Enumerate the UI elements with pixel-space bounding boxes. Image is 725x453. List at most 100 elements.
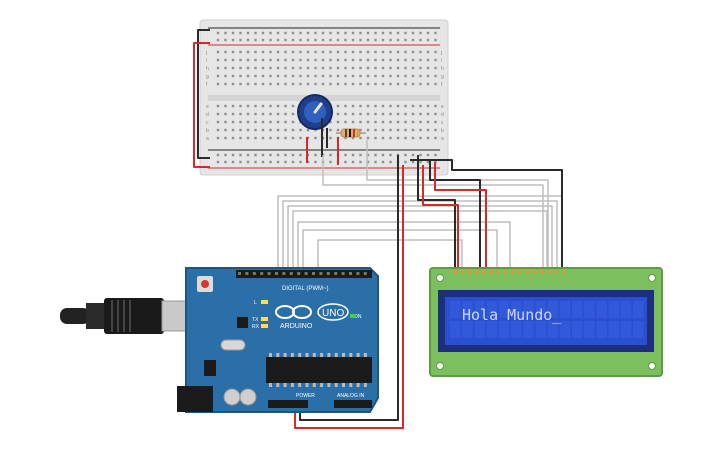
lcd-cell [584,321,595,338]
breadboard-hole [329,31,332,35]
breadboard-hole [359,58,362,62]
breadboard-hole [246,136,250,140]
breadboard-hole [269,136,272,140]
capacitor [239,388,257,406]
breadboard-hole [381,66,385,70]
breadboard-hole [329,153,332,157]
wire-rail-black [197,29,210,159]
breadboard-hole [284,112,287,116]
breadboard-hole [434,136,437,140]
breadboard-hole [231,120,235,124]
breadboard-hole [239,160,242,164]
breadboard-hole [216,38,220,42]
breadboard-hole [419,82,422,86]
breadboard-hole [381,74,385,78]
tx-led [261,317,268,321]
lcd-cell [535,301,546,318]
breadboard-hole [366,66,370,70]
breadboard-hole [411,136,415,140]
breadboard-hole [299,136,302,140]
row-letter: g [206,74,209,80]
breadboard-hole [269,153,272,157]
lcd-pin [554,270,559,274]
breadboard-hole [224,58,227,62]
breadboard-hole [306,50,310,54]
chip-pin [334,353,338,357]
breadboard-hole [254,136,257,140]
breadboard-hole [336,112,340,116]
breadboard-hole [404,120,407,124]
breadboard-hole [389,136,392,140]
wires[interactable] [193,29,563,429]
breadboard-hole [329,82,332,86]
chip-pin [327,353,331,357]
resistor-icon[interactable] [336,128,366,138]
breadboard-hole [231,104,235,108]
breadboard-hole [224,160,227,164]
breadboard-hole [434,58,437,62]
breadboard-hole [359,153,362,157]
breadboard-hole [374,120,377,124]
breadboard-hole [359,104,362,108]
breadboard-hole [246,128,250,132]
breadboard-hole [299,82,302,86]
breadboard-hole [336,120,340,124]
breadboard-hole [411,153,415,157]
lcd-module[interactable]: Hola Mundo_ [429,267,663,377]
breadboard-hole [239,82,242,86]
breadboard-hole [344,136,347,140]
power-label: POWER [296,393,315,399]
potentiometer-icon[interactable] [297,94,333,130]
breadboard-hole [329,74,332,78]
breadboard-hole [299,58,302,62]
header-pin [363,272,367,275]
breadboard-hole [426,50,430,54]
arduino-board[interactable]: DIGITAL (PWM~) ARDUINO UNO ON L TX RX [177,267,379,413]
lcd-pin [511,270,516,274]
breadboard-hole [269,50,272,54]
breadboard-hole [254,82,257,86]
breadboard-hole [396,82,400,86]
breadboard-hole [216,104,220,108]
header-pin [289,272,293,275]
breadboard-hole [261,153,265,157]
row-letter: f [441,82,443,88]
usb-cable-icon[interactable] [60,298,199,334]
breadboard-hole [426,120,430,124]
breadboard-hole [396,74,400,78]
breadboard-hole [291,128,295,132]
breadboard-hole [306,58,310,62]
analog-header [334,400,372,408]
breadboard-hole [261,136,265,140]
breadboard-hole [351,104,355,108]
breadboard-hole [239,128,242,132]
breadboard-hole [291,120,295,124]
breadboard-hole [299,74,302,78]
header-pin [275,272,278,275]
breadboard-hole [284,160,287,164]
breadboard-hole [261,160,265,164]
power-jack[interactable] [177,386,213,412]
row-letter: e [441,104,444,110]
breadboard-hole [374,160,377,164]
breadboard-hole [284,153,287,157]
breadboard-hole [434,82,437,86]
breadboard-hole [329,120,332,124]
power-header [268,400,308,408]
lcd-cell [547,301,559,318]
breadboard-hole [419,50,422,54]
breadboard-hole [396,38,400,42]
breadboard-hole [351,136,355,140]
breadboard-hole [231,160,235,164]
breadboard-hole [321,82,325,86]
breadboard-hole [344,74,347,78]
row-letter: j [440,50,442,56]
lcd-pin [497,270,501,274]
breadboard-hole [419,58,422,62]
breadboard-hole [396,50,400,54]
breadboard-hole [344,31,347,35]
breadboard-hole [254,112,257,116]
breadboard-hole [344,82,347,86]
